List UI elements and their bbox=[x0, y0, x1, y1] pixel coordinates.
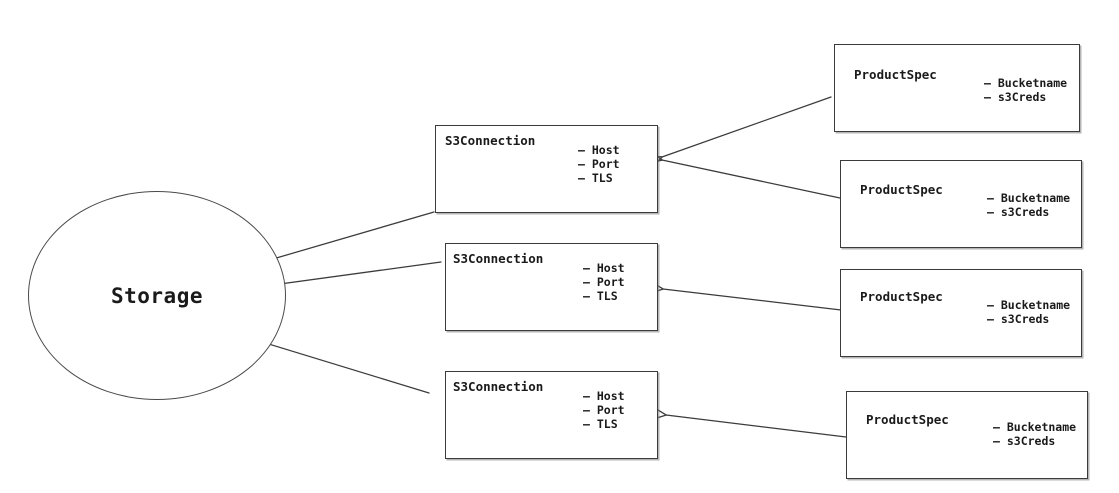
productspec-attr-s3creds-2: – s3Creds bbox=[987, 205, 1050, 219]
s3connection-node-1[interactable] bbox=[435, 125, 658, 213]
productspec-title-4: ProductSpec bbox=[866, 412, 949, 427]
productspec-node-1[interactable] bbox=[834, 44, 1080, 132]
s3connection-attr-port-2: – Port bbox=[583, 275, 625, 289]
edge-s3connection-1-to-storage bbox=[266, 211, 435, 261]
s3connection-title-1: S3Connection bbox=[445, 133, 536, 148]
edge-productspec-4-to-s3connection-3 bbox=[666, 415, 847, 438]
s3connection-attr-host-2: – Host bbox=[583, 261, 625, 275]
productspec-title-3: ProductSpec bbox=[860, 289, 943, 304]
edge-productspec-3-to-s3connection-2 bbox=[663, 289, 842, 311]
s3connection-attr-port-1: – Port bbox=[578, 157, 620, 171]
edge-productspec-2-to-s3connection-1 bbox=[662, 160, 841, 199]
productspec-attrs-3: – Bucketname – s3Creds bbox=[987, 298, 1070, 326]
s3connection-attr-host-1: – Host bbox=[578, 143, 620, 157]
storage-label: Storage bbox=[110, 283, 203, 308]
productspec-attr-bucketname-2: – Bucketname bbox=[987, 191, 1071, 205]
productspec-attrs-4: – Bucketname – s3Creds bbox=[993, 420, 1076, 448]
s3connection-title-3: S3Connection bbox=[453, 379, 544, 394]
s3connection-title-2: S3Connection bbox=[453, 251, 544, 266]
s3connection-node-3[interactable] bbox=[445, 371, 658, 459]
productspec-attr-s3creds-1: – s3Creds bbox=[984, 90, 1047, 104]
storage-node[interactable]: Storage bbox=[28, 191, 286, 400]
s3connection-attr-tls-3: – TLS bbox=[583, 417, 618, 431]
productspec-attr-bucketname-1: – Bucketname bbox=[984, 76, 1068, 90]
s3connection-attr-tls-2: – TLS bbox=[583, 289, 618, 303]
s3connection-attr-port-3: – Port bbox=[583, 403, 625, 417]
productspec-attr-bucketname-4: – Bucketname bbox=[993, 420, 1077, 434]
productspec-attr-s3creds-3: – s3Creds bbox=[987, 312, 1050, 326]
productspec-title-2: ProductSpec bbox=[860, 182, 943, 197]
s3connection-attrs-3: – Host – Port – TLS bbox=[583, 389, 625, 431]
productspec-attr-s3creds-4: – s3Creds bbox=[993, 434, 1056, 448]
productspec-attr-bucketname-3: – Bucketname bbox=[987, 298, 1071, 312]
s3connection-attr-host-3: – Host bbox=[583, 389, 625, 403]
productspec-node-4[interactable] bbox=[846, 391, 1088, 479]
productspec-attrs-1: – Bucketname – s3Creds bbox=[984, 76, 1067, 104]
productspec-node-2[interactable] bbox=[840, 160, 1082, 248]
productspec-title-1: ProductSpec bbox=[854, 67, 937, 82]
productspec-attrs-2: – Bucketname – s3Creds bbox=[987, 191, 1070, 219]
edge-s3connection-3-to-storage bbox=[249, 338, 430, 394]
s3connection-attrs-1: – Host – Port – TLS bbox=[578, 143, 620, 185]
s3connection-attrs-2: – Host – Port – TLS bbox=[583, 261, 625, 303]
s3connection-attr-tls-1: – TLS bbox=[578, 171, 613, 185]
s3connection-node-2[interactable] bbox=[445, 243, 658, 331]
edge-productspec-1-to-s3connection-1 bbox=[662, 96, 832, 157]
edge-s3connection-2-to-storage bbox=[258, 261, 442, 287]
productspec-node-3[interactable] bbox=[840, 269, 1082, 357]
